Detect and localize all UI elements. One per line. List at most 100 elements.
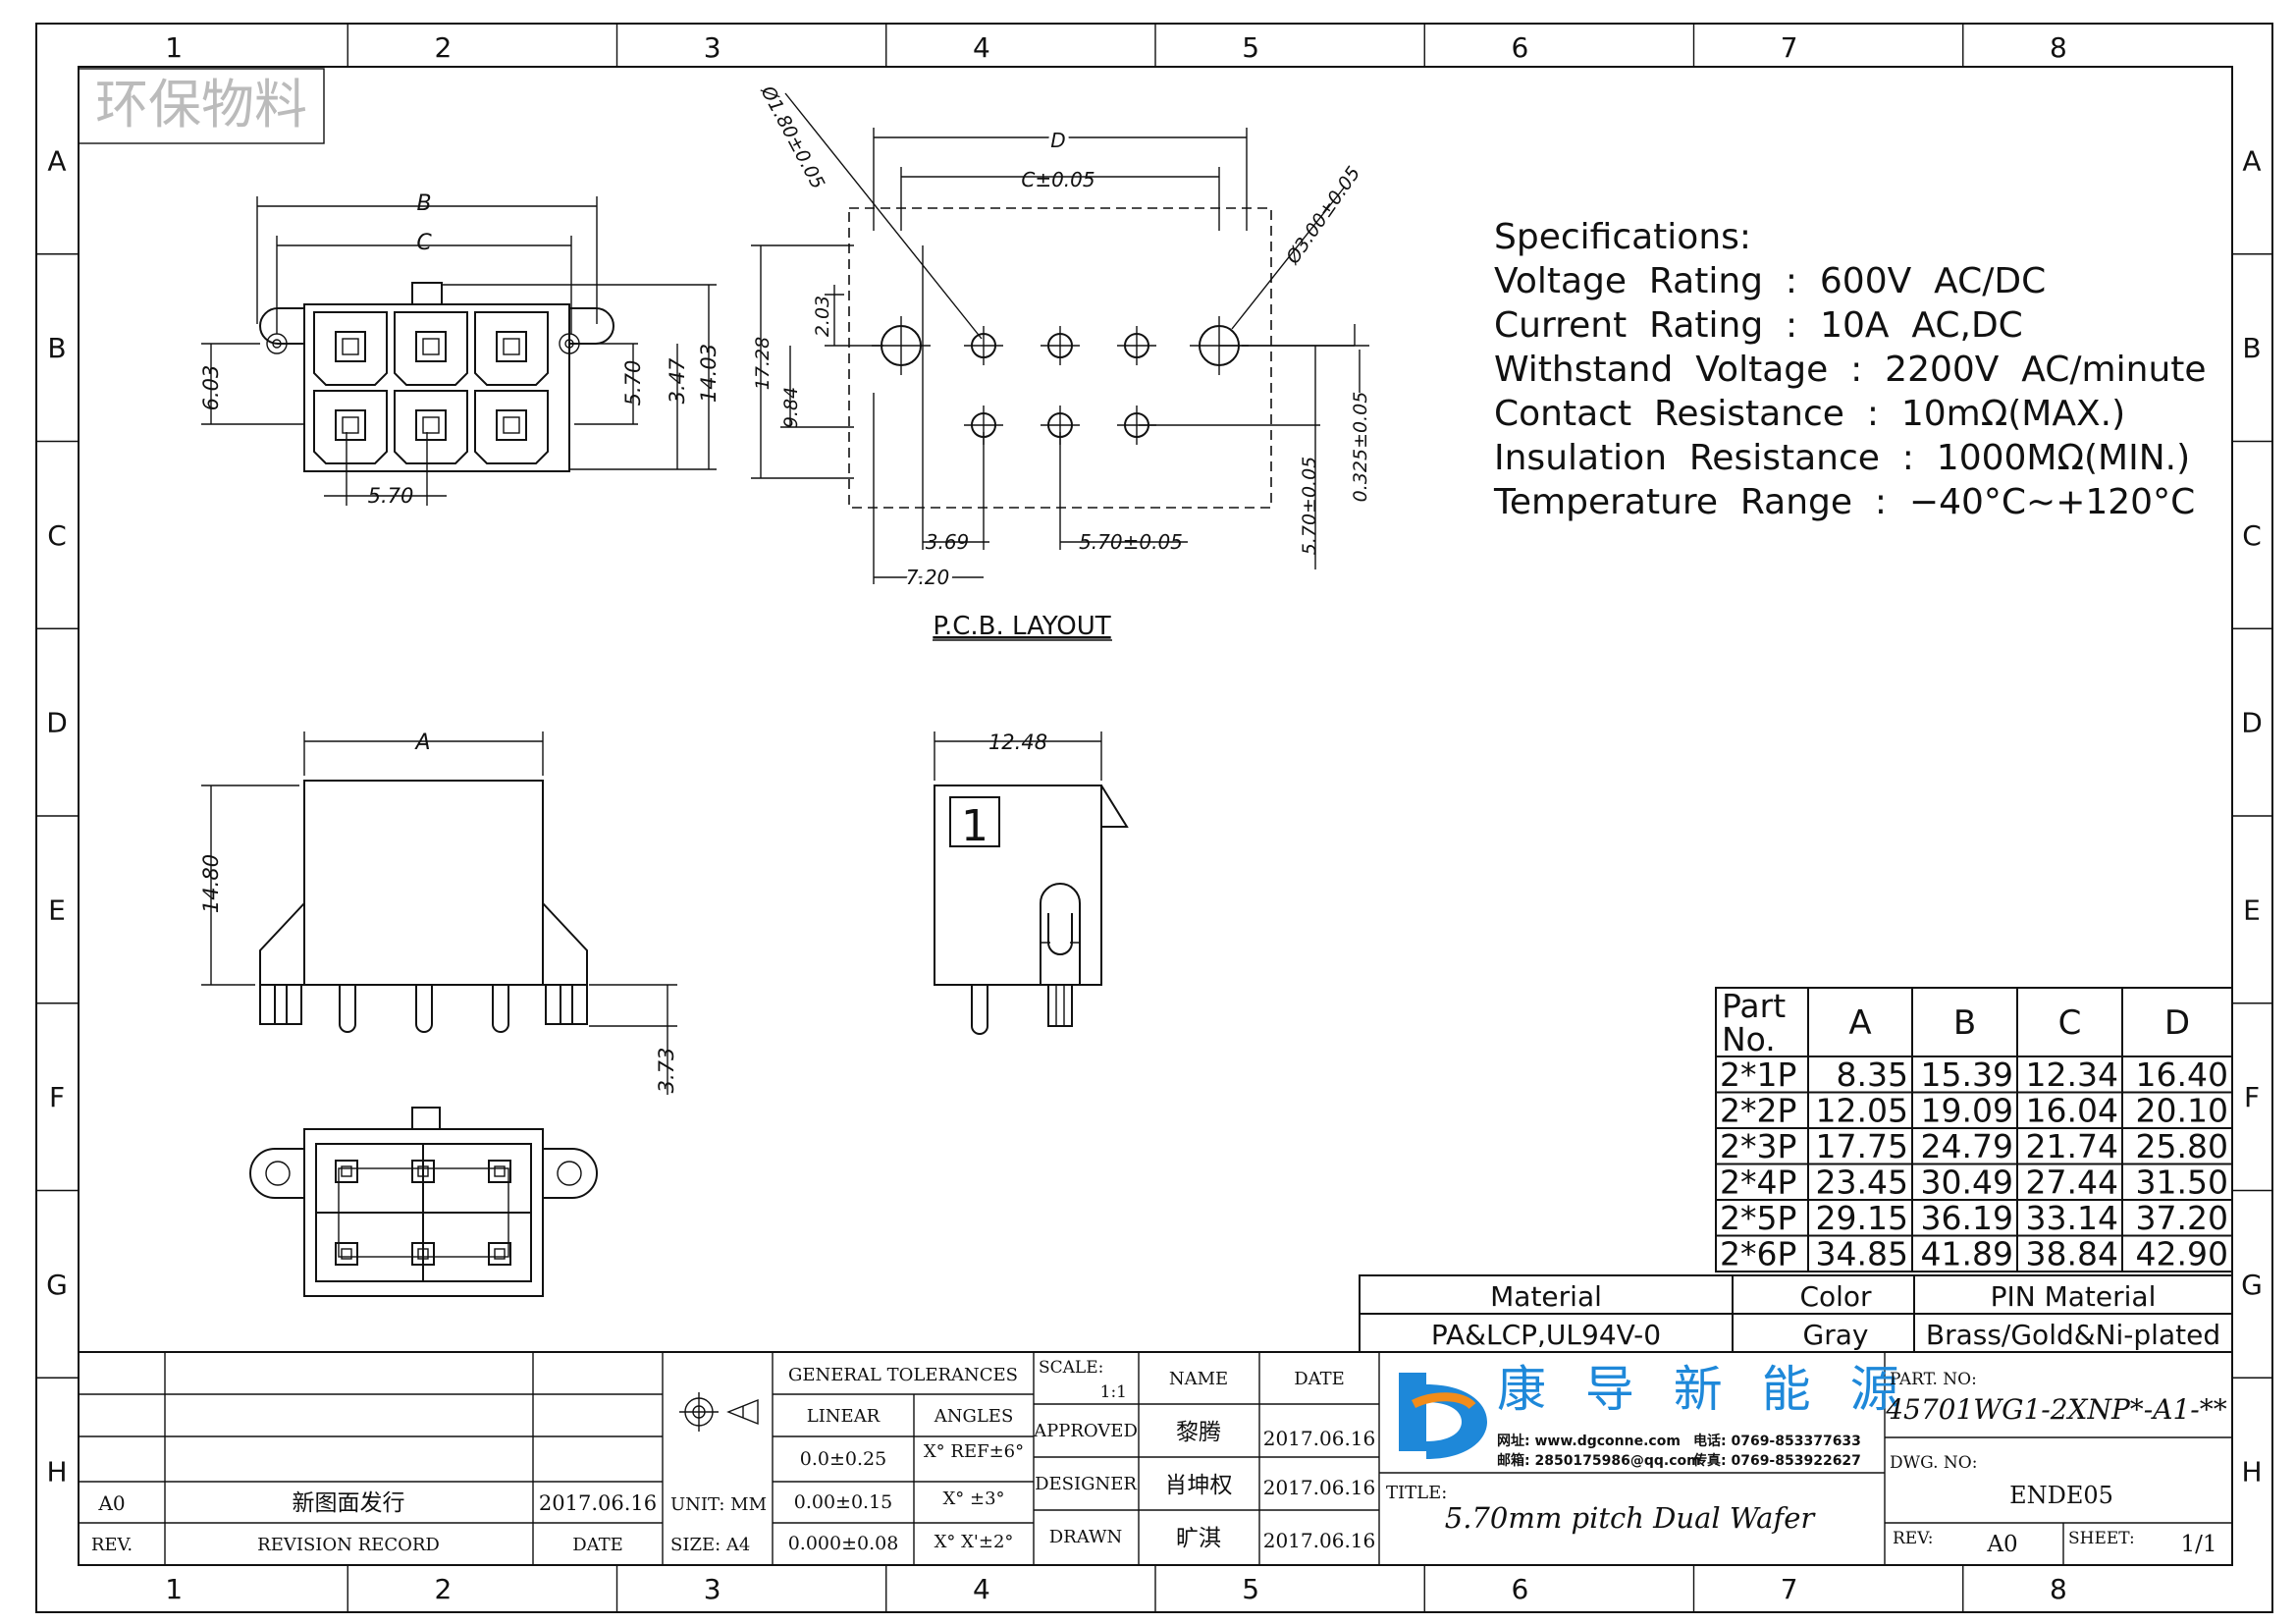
- table-cell: 12.05: [1816, 1092, 1908, 1130]
- zone-row-label: F: [49, 1081, 65, 1113]
- cavity: [394, 390, 468, 464]
- zone-row-label: G: [46, 1269, 68, 1301]
- pin-square: [488, 1160, 511, 1183]
- zone-col-label: 1: [165, 31, 183, 64]
- svg-text:7.20: 7.20: [906, 566, 950, 589]
- svg-text:A0: A0: [1986, 1532, 2017, 1557]
- table-header: D: [2164, 1003, 2190, 1043]
- svg-text:X° X'±2°: X° X'±2°: [934, 1532, 1014, 1552]
- table-header: No.: [1722, 1020, 1776, 1058]
- zone-col-label: 4: [973, 31, 990, 64]
- table-cell: 20.10: [2136, 1092, 2228, 1130]
- side-view: A 14.80 3.73: [199, 731, 678, 1095]
- svg-text:5.70±0.05: 5.70±0.05: [1079, 530, 1183, 554]
- svg-text:D: D: [1050, 129, 1065, 152]
- spec-line: Temperature Range : −40°C~+120°C: [1493, 482, 2195, 522]
- svg-text:REV:: REV:: [1893, 1529, 1934, 1548]
- table-cell: 30.49: [1921, 1164, 2013, 1202]
- svg-text:2017.06.16: 2017.06.16: [1263, 1427, 1376, 1450]
- table-cell: 16.40: [2136, 1056, 2228, 1094]
- front-view: B C 6.03 5.70 3.47 14.03 5.70: [199, 191, 721, 508]
- table-cell: 42.90: [2136, 1235, 2228, 1273]
- svg-text:DESIGNER: DESIGNER: [1035, 1474, 1137, 1494]
- spec-line: Voltage Rating : 600V AC/DC: [1494, 261, 2046, 301]
- svg-text:TITLE:: TITLE:: [1386, 1483, 1447, 1503]
- zone-row-label: A: [2242, 144, 2261, 177]
- zone-col-label: 6: [1511, 31, 1528, 64]
- zone-col-label: 1: [165, 1573, 183, 1605]
- svg-text:黎腾: 黎腾: [1176, 1420, 1221, 1445]
- pin-square: [335, 1242, 358, 1266]
- zone-row-label: B: [47, 332, 66, 364]
- pin-square: [411, 1160, 435, 1183]
- svg-text:7.20: 7.20: [906, 566, 950, 589]
- outer-frame: [35, 23, 2273, 1613]
- spec-line: Insulation Resistance : 1000MΩ(MIN.): [1494, 438, 2190, 478]
- table-cell: 41.89: [1921, 1235, 2013, 1273]
- table-cell: 33.14: [2026, 1199, 2118, 1237]
- zone-row-label: H: [2241, 1456, 2262, 1489]
- zone-row-label: G: [2241, 1269, 2263, 1301]
- svg-text:0.00±0.15: 0.00±0.15: [794, 1491, 893, 1513]
- spec-line: Contact Resistance : 10mΩ(MAX.): [1494, 394, 2125, 434]
- table-cell: 2*6P: [1720, 1235, 1796, 1273]
- zone-row-label: E: [2243, 893, 2261, 926]
- svg-text:2.03: 2.03: [812, 296, 833, 337]
- zone-row-label: A: [47, 144, 66, 177]
- svg-text:DRAWN: DRAWN: [1049, 1527, 1123, 1547]
- zone-col-label: 2: [434, 31, 452, 64]
- zone-row-label: H: [46, 1456, 67, 1489]
- table-cell: 16.04: [2026, 1092, 2118, 1130]
- svg-text:Brass/Gold&Ni-plated: Brass/Gold&Ni-plated: [1926, 1319, 2220, 1351]
- zone-row-label: C: [2242, 519, 2262, 552]
- svg-text:DWG. NO:: DWG. NO:: [1890, 1453, 1977, 1473]
- cavity: [394, 311, 468, 386]
- svg-text:0.0±0.25: 0.0±0.25: [800, 1448, 886, 1470]
- specifications: Specifications: Voltage Rating : 600V AC…: [1493, 217, 2207, 522]
- svg-text:14.80: 14.80: [199, 854, 223, 913]
- svg-text:5.70: 5.70: [621, 360, 645, 406]
- svg-text:A: A: [413, 731, 430, 755]
- svg-text:新图面发行: 新图面发行: [293, 1490, 405, 1516]
- zone-row-label: D: [2241, 707, 2263, 739]
- svg-text:3.69: 3.69: [926, 530, 970, 554]
- svg-text:APPROVED: APPROVED: [1033, 1421, 1138, 1441]
- zone-row-label: C: [47, 519, 67, 552]
- table-cell: 23.45: [1816, 1164, 1908, 1202]
- svg-text:旷淇: 旷淇: [1176, 1526, 1221, 1551]
- cavity: [313, 311, 388, 386]
- zone-col-label: 3: [704, 1573, 721, 1605]
- svg-text:2017.06.16: 2017.06.16: [1263, 1476, 1376, 1499]
- svg-text:2017.06.16: 2017.06.16: [539, 1491, 657, 1515]
- table-cell: 2*2P: [1720, 1092, 1796, 1130]
- zone-col-label: 2: [434, 1573, 452, 1605]
- pin-square: [488, 1242, 511, 1266]
- zone-col-label: 4: [973, 1573, 990, 1605]
- zone-col-label: 7: [1781, 31, 1798, 64]
- svg-text:LINEAR: LINEAR: [807, 1406, 881, 1427]
- svg-text:Gray: Gray: [1803, 1319, 1869, 1351]
- pin-square: [335, 1160, 358, 1183]
- pcb-layout: D D C±0.05 Ø1.80±0.05 Ø3.00±0.05 2.03 17…: [751, 81, 1371, 641]
- title-block: A0 新图面发行 2017.06.16 REV. REVISION RECORD…: [79, 1351, 2232, 1565]
- table-header: C: [2058, 1003, 2082, 1043]
- svg-text:9.84: 9.84: [780, 387, 802, 428]
- table-cell: 25.80: [2136, 1127, 2228, 1165]
- zone-col-label: 8: [2050, 31, 2067, 64]
- svg-text:3.47: 3.47: [666, 357, 689, 404]
- svg-text:6.03: 6.03: [199, 365, 223, 411]
- table-cell: 27.44: [2026, 1164, 2118, 1202]
- svg-text:5.70mm pitch Dual Wafer: 5.70mm pitch Dual Wafer: [1445, 1501, 1817, 1535]
- svg-text:B: B: [416, 191, 431, 216]
- table-cell: 24.79: [1921, 1127, 2013, 1165]
- svg-text:电话: 0769-853377633: 电话: 0769-853377633: [1693, 1433, 1861, 1449]
- table-cell: 2*3P: [1720, 1127, 1796, 1165]
- svg-text:GENERAL TOLERANCES: GENERAL TOLERANCES: [788, 1365, 1018, 1385]
- svg-text:ANGLES: ANGLES: [934, 1406, 1014, 1427]
- svg-text:DATE: DATE: [1294, 1369, 1345, 1389]
- svg-text:肖坤权: 肖坤权: [1165, 1473, 1233, 1498]
- table-cell: 31.50: [2136, 1164, 2228, 1202]
- svg-text:0.325±0.05: 0.325±0.05: [1350, 392, 1371, 503]
- zone-row-label: E: [48, 893, 66, 926]
